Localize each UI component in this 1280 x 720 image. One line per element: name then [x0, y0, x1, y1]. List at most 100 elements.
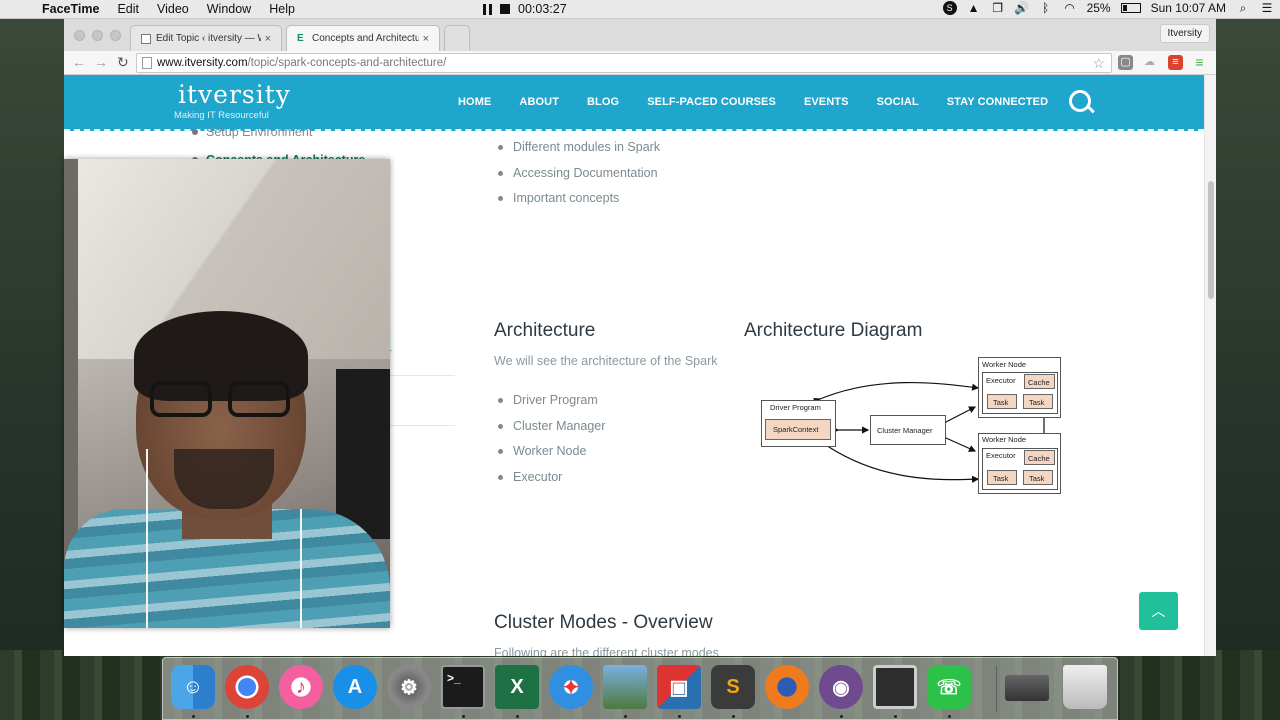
cloud-extension-icon[interactable]: ☁ — [1144, 56, 1155, 68]
screen-recorder-icon[interactable] — [873, 665, 917, 709]
system-preferences-icon[interactable]: ⚙ — [387, 665, 431, 709]
list-item: Important concepts — [494, 191, 660, 217]
nav-self-paced-courses[interactable]: SELF-PACED COURSES — [647, 96, 776, 108]
task-box — [987, 394, 1017, 409]
nav-about[interactable]: ABOUT — [519, 96, 560, 108]
clock[interactable]: Sun 10:07 AM — [1150, 1, 1226, 15]
virtualbox-icon[interactable]: ▣ — [657, 665, 701, 709]
battery-icon[interactable] — [1120, 3, 1141, 13]
task-label: Task — [1029, 398, 1045, 407]
sidebar-divider — [389, 375, 455, 376]
nav-stay-connected[interactable]: STAY CONNECTED — [946, 96, 1049, 108]
skype-icon[interactable]: S — [942, 1, 957, 15]
menu-video[interactable]: Video — [157, 2, 189, 16]
running-indicator — [678, 715, 681, 718]
close-tab-icon[interactable]: × — [264, 32, 271, 45]
url-host: www.itversity.com — [157, 57, 248, 69]
minimize-window-button[interactable] — [92, 30, 103, 41]
window-controls — [74, 30, 121, 41]
sidebar-item-setup-environment[interactable]: Setup Environment — [191, 125, 313, 139]
running-indicator — [462, 715, 465, 718]
wifi-icon[interactable]: ◠ — [1064, 1, 1075, 15]
address-bar[interactable]: www.itversity.com/topic/spark-concepts-a… — [136, 53, 1112, 73]
app-store-icon[interactable]: A — [333, 665, 377, 709]
copy-icon[interactable]: ❐ — [992, 1, 1003, 15]
task-box — [987, 470, 1017, 485]
diagram-arrows — [813, 381, 1048, 483]
pause-icon[interactable] — [483, 3, 492, 15]
facetime-video-overlay[interactable] — [64, 159, 390, 628]
reload-icon[interactable]: ↻ — [117, 54, 129, 70]
tab-title: Concepts and Architecture — [312, 33, 419, 44]
downloads-stack-icon[interactable] — [1005, 675, 1049, 701]
github-icon[interactable]: ◉ — [819, 665, 863, 709]
menu-window[interactable]: Window — [206, 2, 252, 16]
sublime-text-icon[interactable]: S — [711, 665, 755, 709]
video-door-edge — [64, 159, 78, 628]
profile-button[interactable]: Itversity — [1159, 24, 1210, 43]
menu-help[interactable]: Help — [269, 2, 295, 16]
excel-icon[interactable]: X — [495, 665, 539, 709]
mac-dock: ☺ ♪ A ⚙ >_ X ✦ ▣ S ◉ ☏ — [162, 657, 1118, 720]
close-tab-icon[interactable]: × — [422, 32, 429, 45]
finder-icon[interactable]: ☺ — [171, 665, 215, 709]
site-logo[interactable]: itversity — [178, 80, 291, 109]
tab-edit-topic[interactable]: Edit Topic ‹ itversity — Wor × — [130, 25, 282, 51]
chrome-icon[interactable] — [225, 665, 269, 709]
running-indicator — [246, 715, 249, 718]
cache-label: Cache — [1028, 378, 1050, 387]
nav-social[interactable]: SOCIAL — [876, 96, 919, 108]
nav-home[interactable]: HOME — [458, 96, 492, 108]
running-indicator — [732, 715, 735, 718]
spark-context-label: SparkContext — [773, 425, 819, 434]
scrollbar-thumb[interactable] — [1208, 181, 1214, 299]
stop-icon[interactable] — [500, 4, 510, 14]
menu-edit[interactable]: Edit — [117, 2, 139, 16]
safari-icon[interactable]: ✦ — [549, 665, 593, 709]
drive-icon[interactable]: ▲ — [967, 1, 980, 15]
terminal-icon[interactable]: >_ — [441, 665, 485, 709]
forward-icon[interactable]: → — [94, 54, 108, 70]
todoist-extension-icon[interactable]: ≡ — [1168, 55, 1183, 70]
new-tab-button[interactable] — [444, 25, 470, 51]
menu-icon[interactable]: ≡ — [1195, 54, 1204, 70]
facetime-icon[interactable]: ☏ — [927, 665, 971, 709]
list-item: Different modules in Spark — [494, 140, 660, 166]
close-window-button[interactable] — [74, 30, 85, 41]
spotlight-icon[interactable]: ⌕ — [1239, 0, 1247, 15]
tab-title: Edit Topic ‹ itversity — Wor — [156, 33, 261, 44]
video-person-hair — [134, 311, 308, 401]
nav-events[interactable]: EVENTS — [803, 96, 849, 108]
main-nav: HOME ABOUT BLOG SELF-PACED COURSES EVENT… — [458, 96, 1048, 108]
back-to-top-button[interactable]: ︿ — [1139, 592, 1178, 630]
cluster-manager-label: Cluster Manager — [877, 426, 933, 435]
running-indicator — [624, 715, 627, 718]
dock-separator — [996, 666, 997, 712]
itunes-icon[interactable]: ♪ — [279, 665, 323, 709]
cluster-manager-box — [870, 415, 946, 445]
volume-icon[interactable]: 🔊 — [1014, 1, 1030, 15]
status-area: S ▲ ❐ 🔊 ᛒ ◠ 25% Sun 10:07 AM ⌕ ☰ — [942, 0, 1274, 15]
architecture-subtext: We will see the architecture of the Spar… — [494, 354, 718, 368]
bluetooth-icon[interactable]: ᛒ — [1041, 1, 1050, 15]
back-icon[interactable]: ← — [72, 54, 86, 70]
firefox-icon[interactable] — [765, 665, 809, 709]
bookmark-star-icon[interactable]: ☆ — [1092, 55, 1105, 71]
cluster-modes-subtext: Following are the different cluster mode… — [494, 646, 719, 656]
menu-app-name[interactable]: FaceTime — [42, 2, 100, 16]
task-box — [1023, 394, 1053, 409]
zoom-window-button[interactable] — [110, 30, 121, 41]
tab-concepts-architecture[interactable]: E Concepts and Architecture × — [286, 25, 440, 51]
nav-blog[interactable]: BLOG — [587, 96, 620, 108]
page-scrollbar[interactable] — [1204, 75, 1216, 656]
cache-box — [1024, 450, 1055, 465]
battery-percent: 25% — [1086, 1, 1111, 15]
page-info-icon[interactable] — [142, 57, 152, 69]
preview-icon[interactable] — [603, 665, 647, 709]
video-dark-wall — [336, 369, 390, 539]
architecture-heading: Architecture — [494, 320, 596, 341]
trash-icon[interactable] — [1063, 665, 1107, 709]
extension-icon[interactable]: ▢ — [1118, 55, 1133, 70]
notification-center-icon[interactable]: ☰ — [1261, 1, 1273, 15]
search-icon[interactable] — [1069, 90, 1091, 112]
